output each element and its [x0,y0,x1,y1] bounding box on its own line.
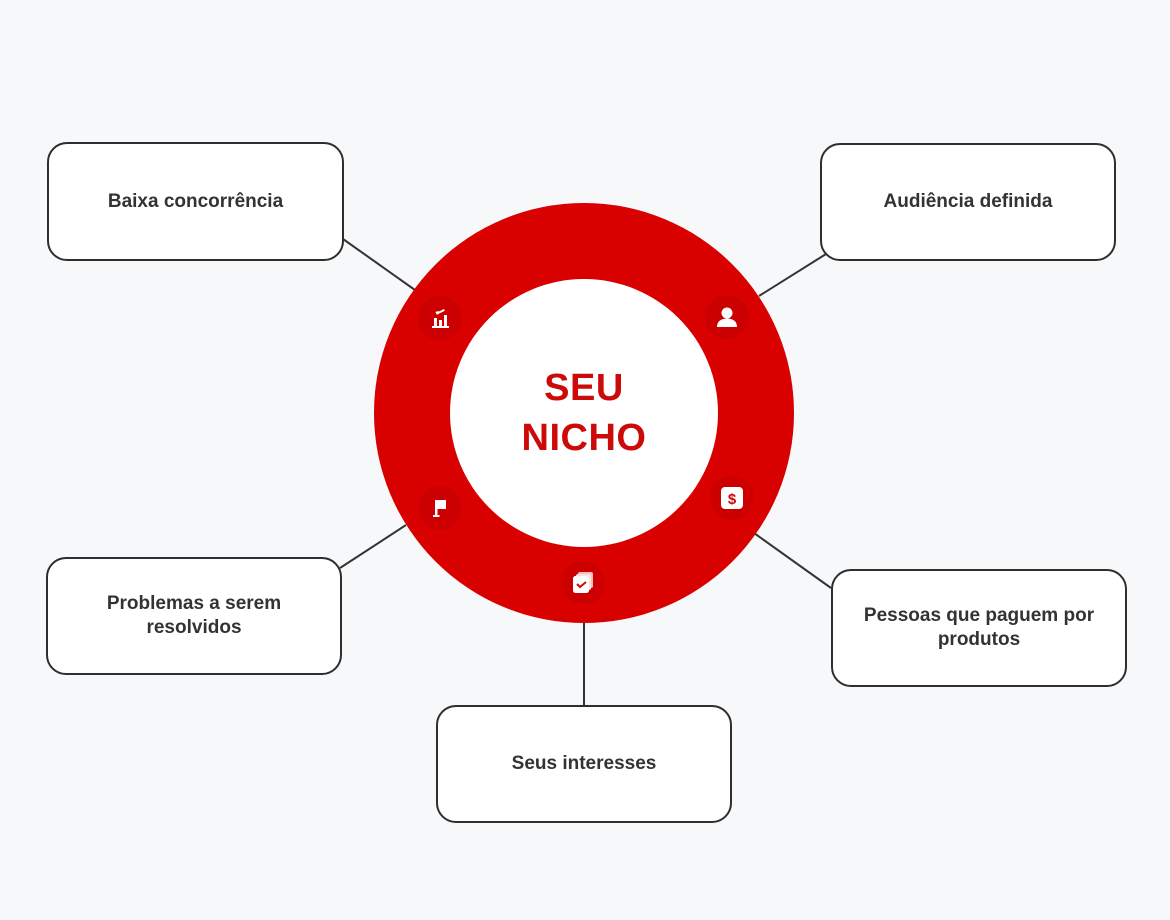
niche-center: SEU NICHO [450,279,718,547]
node-label: Pessoas que paguem por produtos [863,605,1095,650]
node-label: Audiência definida [883,191,1053,212]
user-icon [705,295,749,339]
node-audiencia-definida: Audiência definida [820,143,1116,261]
node-label: Baixa concorrência [107,190,284,212]
checklist-icon [561,561,605,605]
node-seus-interesses: Seus interesses [436,705,732,823]
node-label: Problemas a serem resolvidos [106,593,282,638]
center-title-line2: NICHO [521,417,647,459]
svg-text:$: $ [728,491,737,508]
node-pessoas-que-paguem: Pessoas que paguem por produtos [831,569,1127,687]
chart-down-icon [418,296,462,340]
dollar-icon: $ [710,476,754,520]
flag-icon [418,486,462,530]
node-problemas-resolvidos: Problemas a serem resolvidos [46,557,342,675]
node-label: Seus interesses [511,753,657,774]
center-title-line1: SEU [544,367,624,409]
node-baixa-concorrencia: Baixa concorrência [47,142,344,261]
